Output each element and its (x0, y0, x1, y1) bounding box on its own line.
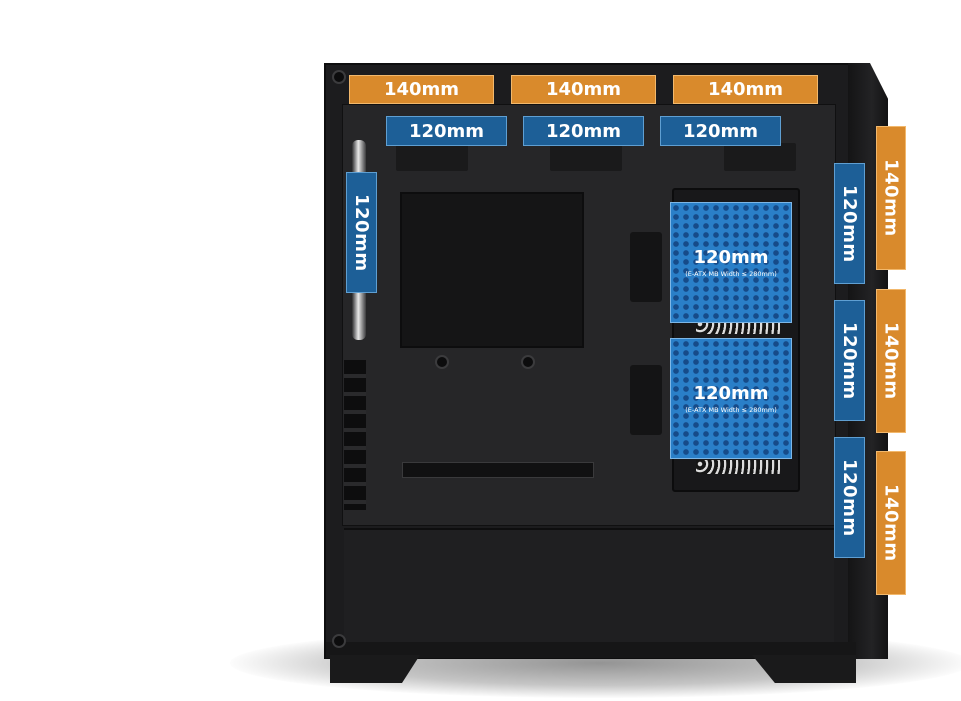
psu-shroud (344, 528, 834, 642)
front-fan-140-label: 140mm (880, 322, 902, 400)
front-fan-120-label: 120mm (839, 458, 860, 537)
front-fan-140-1: 140mm (876, 126, 906, 270)
front-fan-120-label: 120mm (839, 321, 860, 400)
side-fan-upper-label: 120mm (693, 247, 769, 268)
front-fan-120-1: 120mm (834, 163, 865, 284)
front-fan-120-3: 120mm (834, 437, 865, 558)
expansion-slots (344, 360, 366, 510)
top-vent-hole (724, 143, 796, 171)
rear-fan-120: 120mm (346, 172, 377, 293)
front-fan-140-2: 140mm (876, 289, 906, 433)
case-bottom (326, 642, 856, 658)
case-screw (332, 70, 346, 84)
top-fan-140-3: 140mm (673, 75, 818, 104)
side-fan-lower-label: 120mm (693, 383, 769, 404)
front-fan-120-2: 120mm (834, 300, 865, 421)
top-fan-140-1: 140mm (349, 75, 494, 104)
cable-grommet-upper (630, 232, 662, 302)
case-screw (332, 634, 346, 648)
rear-fan-label: 120mm (351, 193, 372, 272)
mesh-filter (696, 320, 780, 334)
case-foot-left (330, 655, 420, 683)
top-fan-140-2: 140mm (511, 75, 656, 104)
front-fan-140-3: 140mm (876, 451, 906, 595)
tray-rail (402, 462, 594, 478)
cpu-cooler-cutout (400, 192, 584, 348)
top-fan-120-3: 120mm (660, 116, 781, 146)
mesh-filter (696, 460, 780, 474)
top-vent-hole (396, 143, 468, 171)
standoff-screw (521, 355, 535, 369)
top-vent-hole (550, 143, 622, 171)
front-fan-140-label: 140mm (880, 484, 902, 562)
standoff-screw (435, 355, 449, 369)
side-fan-upper-note: (E-ATX MB Width ≤ 280mm) (685, 270, 777, 278)
cable-grommet-lower (630, 365, 662, 435)
side-fan-120-upper: 120mm (E-ATX MB Width ≤ 280mm) (670, 202, 792, 323)
side-fan-120-lower: 120mm (E-ATX MB Width ≤ 280mm) (670, 338, 792, 459)
front-fan-140-label: 140mm (880, 159, 902, 237)
front-fan-120-label: 120mm (839, 184, 860, 263)
side-fan-lower-note: (E-ATX MB Width ≤ 280mm) (685, 406, 777, 414)
top-fan-120-2: 120mm (523, 116, 644, 146)
top-fan-120-1: 120mm (386, 116, 507, 146)
